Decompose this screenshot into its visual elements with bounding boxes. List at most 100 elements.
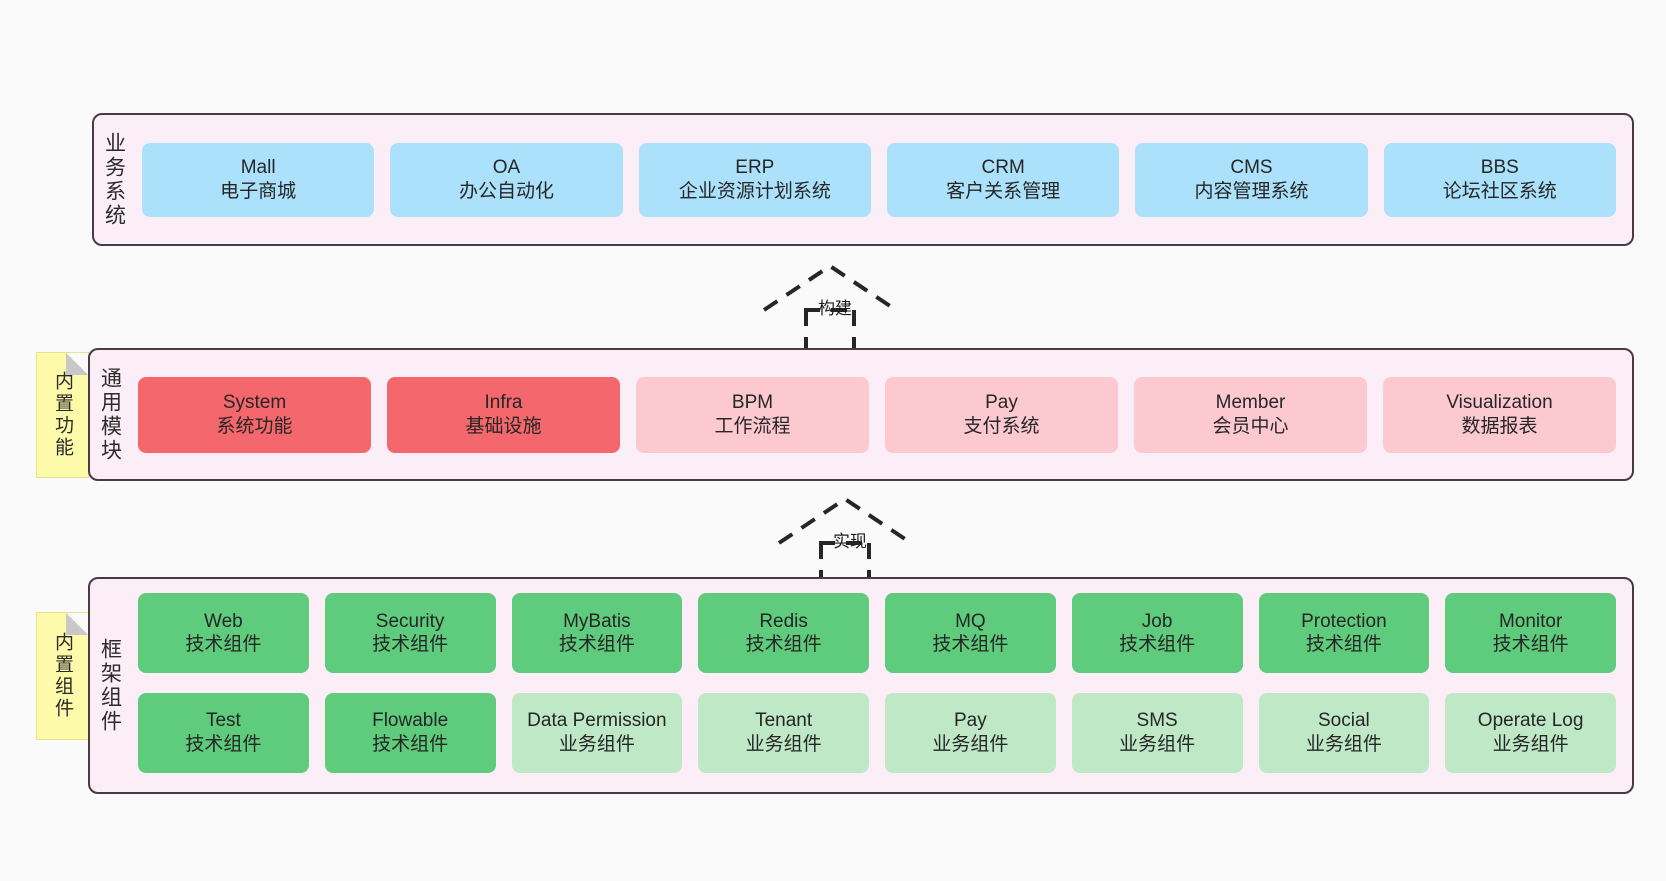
node-mall[interactable]: Mall 电子商城 [142,142,375,217]
layer-common-module[interactable]: 通用模块 System 系统功能 Infra 基础设施 BPM 工作流程 Pay… [88,348,1634,481]
layer-body-business-system: Mall 电子商城 OA 办公自动化 ERP 企业资源计划系统 CRM 客户关系… [134,115,1632,244]
node-cn-label: 技术组件 [932,634,1009,655]
connector-implement: 实现 [775,495,915,587]
node-flowable[interactable]: Flowable 技术组件 [324,692,496,773]
node-cn-label: 客户关系管理 [946,180,1061,202]
node-en-label: Data Permission [527,710,667,732]
node-en-label: Mall [240,157,276,179]
node-en-label: Operate Log [1477,710,1584,732]
node-system[interactable]: System 系统功能 [138,376,371,453]
layer-framework-component[interactable]: 框架组件 Web 技术组件 Security 技术组件 MyBatis 技术组件… [88,577,1634,794]
node-visualization[interactable]: Visualization 数据报表 [1383,376,1616,453]
node-sms[interactable]: SMS 业务组件 [1071,692,1243,773]
node-oa[interactable]: OA 办公自动化 [390,142,623,217]
node-cn-label: 业务组件 [745,733,822,755]
node-cn-label: 内容管理系统 [1194,180,1309,202]
layer-title-common-module: 通用模块 [98,366,122,463]
node-cn-label: 业务组件 [558,733,635,755]
sticky-note-builtin-component[interactable]: 内置组件 [36,612,89,740]
node-cn-label: 办公自动化 [458,180,554,202]
node-tenant[interactable]: Tenant 业务组件 [698,692,869,773]
node-cn-label: 会员中心 [1212,415,1289,437]
node-en-label: Protection [1301,610,1387,632]
node-cn-label: 电子商城 [220,180,297,202]
node-cn-label: 技术组件 [185,733,262,755]
node-cn-label: 工作流程 [714,415,791,437]
node-job[interactable]: Job 技术组件 [1071,593,1243,673]
node-social[interactable]: Social 业务组件 [1258,692,1430,773]
node-en-label: Web [204,610,243,632]
node-crm[interactable]: CRM 客户关系管理 [886,142,1120,217]
node-cn-label: 业务组件 [1492,733,1569,755]
node-en-label: Monitor [1498,610,1563,632]
node-en-label: ERP [735,157,775,179]
node-en-label: Flowable [372,710,449,732]
node-cn-label: 业务组件 [1305,733,1382,755]
node-pay-component[interactable]: Pay 业务组件 [885,692,1056,773]
node-monitor[interactable]: Monitor 技术组件 [1445,593,1616,673]
node-en-label: Visualization [1446,392,1553,414]
sticky-note-label: 内置功能 [52,371,73,459]
node-erp[interactable]: ERP 企业资源计划系统 [638,142,871,217]
node-en-label: Test [205,710,241,732]
node-mq[interactable]: MQ 技术组件 [885,593,1056,673]
sticky-note-label: 内置组件 [52,632,73,720]
node-bpm[interactable]: BPM 工作流程 [636,376,869,453]
node-mybatis[interactable]: MyBatis 技术组件 [511,593,683,673]
node-cn-label: 业务组件 [932,733,1009,755]
node-pay-module[interactable]: Pay 支付系统 [885,376,1118,453]
node-en-label: SMS [1136,710,1178,732]
node-bbs[interactable]: BBS 论坛社区系统 [1383,142,1616,217]
node-cn-label: 技术组件 [558,634,635,655]
node-cn-label: 业务组件 [1119,733,1196,755]
node-operate-log[interactable]: Operate Log 业务组件 [1445,692,1616,773]
layer-title-framework-component: 框架组件 [98,637,122,734]
node-en-label: Redis [759,610,808,632]
node-en-label: Infra [484,392,523,414]
layer-body-common-module: System 系统功能 Infra 基础设施 BPM 工作流程 Pay 支付系统… [130,350,1632,479]
node-en-label: CRM [981,157,1025,179]
node-cn-label: 系统功能 [216,415,293,437]
node-infra[interactable]: Infra 基础设施 [387,376,620,453]
node-member[interactable]: Member 会员中心 [1134,376,1367,453]
node-en-label: Security [375,610,445,632]
node-cn-label: 支付系统 [963,415,1040,437]
node-cn-label: 基础设施 [465,415,542,437]
node-cn-label: 数据报表 [1461,415,1538,437]
node-en-label: System [222,392,287,414]
node-en-label: Tenant [755,710,813,732]
node-en-label: MQ [955,610,986,632]
node-cms[interactable]: CMS 内容管理系统 [1135,142,1368,217]
node-en-label: Pay [985,392,1018,414]
sticky-note-builtin-function[interactable]: 内置功能 [36,352,89,478]
framework-row-technical: Web 技术组件 Security 技术组件 MyBatis 技术组件 Redi… [138,593,1616,679]
node-en-label: Pay [954,710,987,732]
node-cn-label: 论坛社区系统 [1442,180,1557,202]
layer-business-system[interactable]: 业务系统 Mall 电子商城 OA 办公自动化 ERP 企业资源计划系统 CRM… [92,113,1634,246]
node-en-label: Job [1141,610,1173,632]
node-protection[interactable]: Protection 技术组件 [1258,593,1430,673]
node-cn-label: 技术组件 [372,733,449,755]
layer-body-framework-component: Web 技术组件 Security 技术组件 MyBatis 技术组件 Redi… [130,579,1632,792]
node-en-label: CMS [1230,157,1273,179]
node-en-label: MyBatis [563,610,631,632]
node-cn-label: 技术组件 [1119,634,1196,655]
node-data-permission[interactable]: Data Permission 业务组件 [511,692,683,773]
node-security[interactable]: Security 技术组件 [324,593,496,673]
node-cn-label: 技术组件 [745,634,822,655]
node-web[interactable]: Web 技术组件 [138,593,309,673]
node-cn-label: 技术组件 [1305,634,1382,655]
node-en-label: Social [1318,710,1370,732]
connector-label-implement: 实现 [833,532,867,551]
layer-title-business-system: 业务系统 [102,131,126,228]
node-redis[interactable]: Redis 技术组件 [698,593,869,673]
node-en-label: OA [492,157,521,179]
framework-row-business: Test 技术组件 Flowable 技术组件 Data Permission … [138,692,1616,779]
node-en-label: BPM [731,392,774,414]
node-cn-label: 企业资源计划系统 [678,180,831,202]
node-cn-label: 技术组件 [1492,634,1569,655]
node-cn-label: 技术组件 [372,634,449,655]
node-test[interactable]: Test 技术组件 [138,692,309,773]
node-en-label: Member [1215,392,1286,414]
